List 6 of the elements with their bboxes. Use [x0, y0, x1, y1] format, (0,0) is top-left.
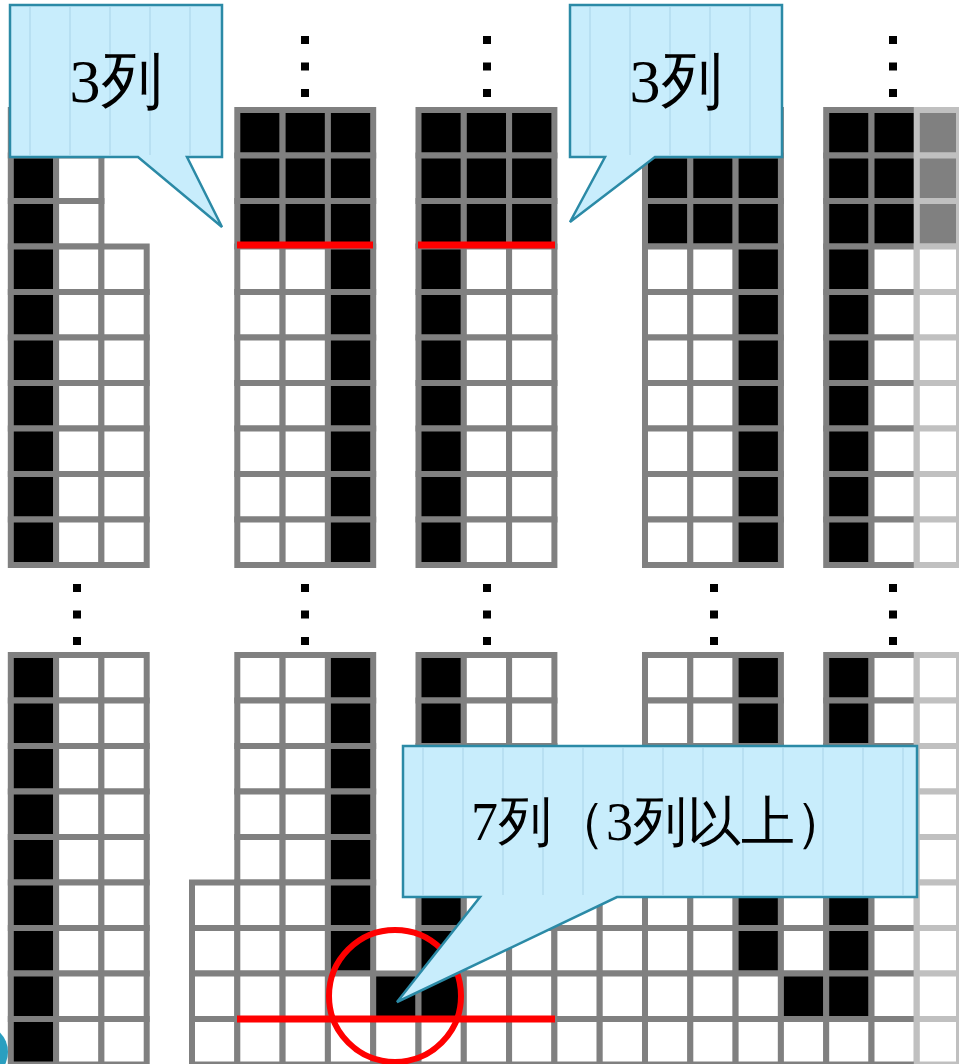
callout-text: 3列 — [629, 50, 723, 112]
callout-text: 3列 — [69, 50, 163, 112]
callout-box — [394, 744, 920, 1004]
callout-box — [8, 3, 226, 231]
callout-box — [566, 3, 786, 225]
callout-text: 7列（3列以上） — [471, 794, 849, 849]
